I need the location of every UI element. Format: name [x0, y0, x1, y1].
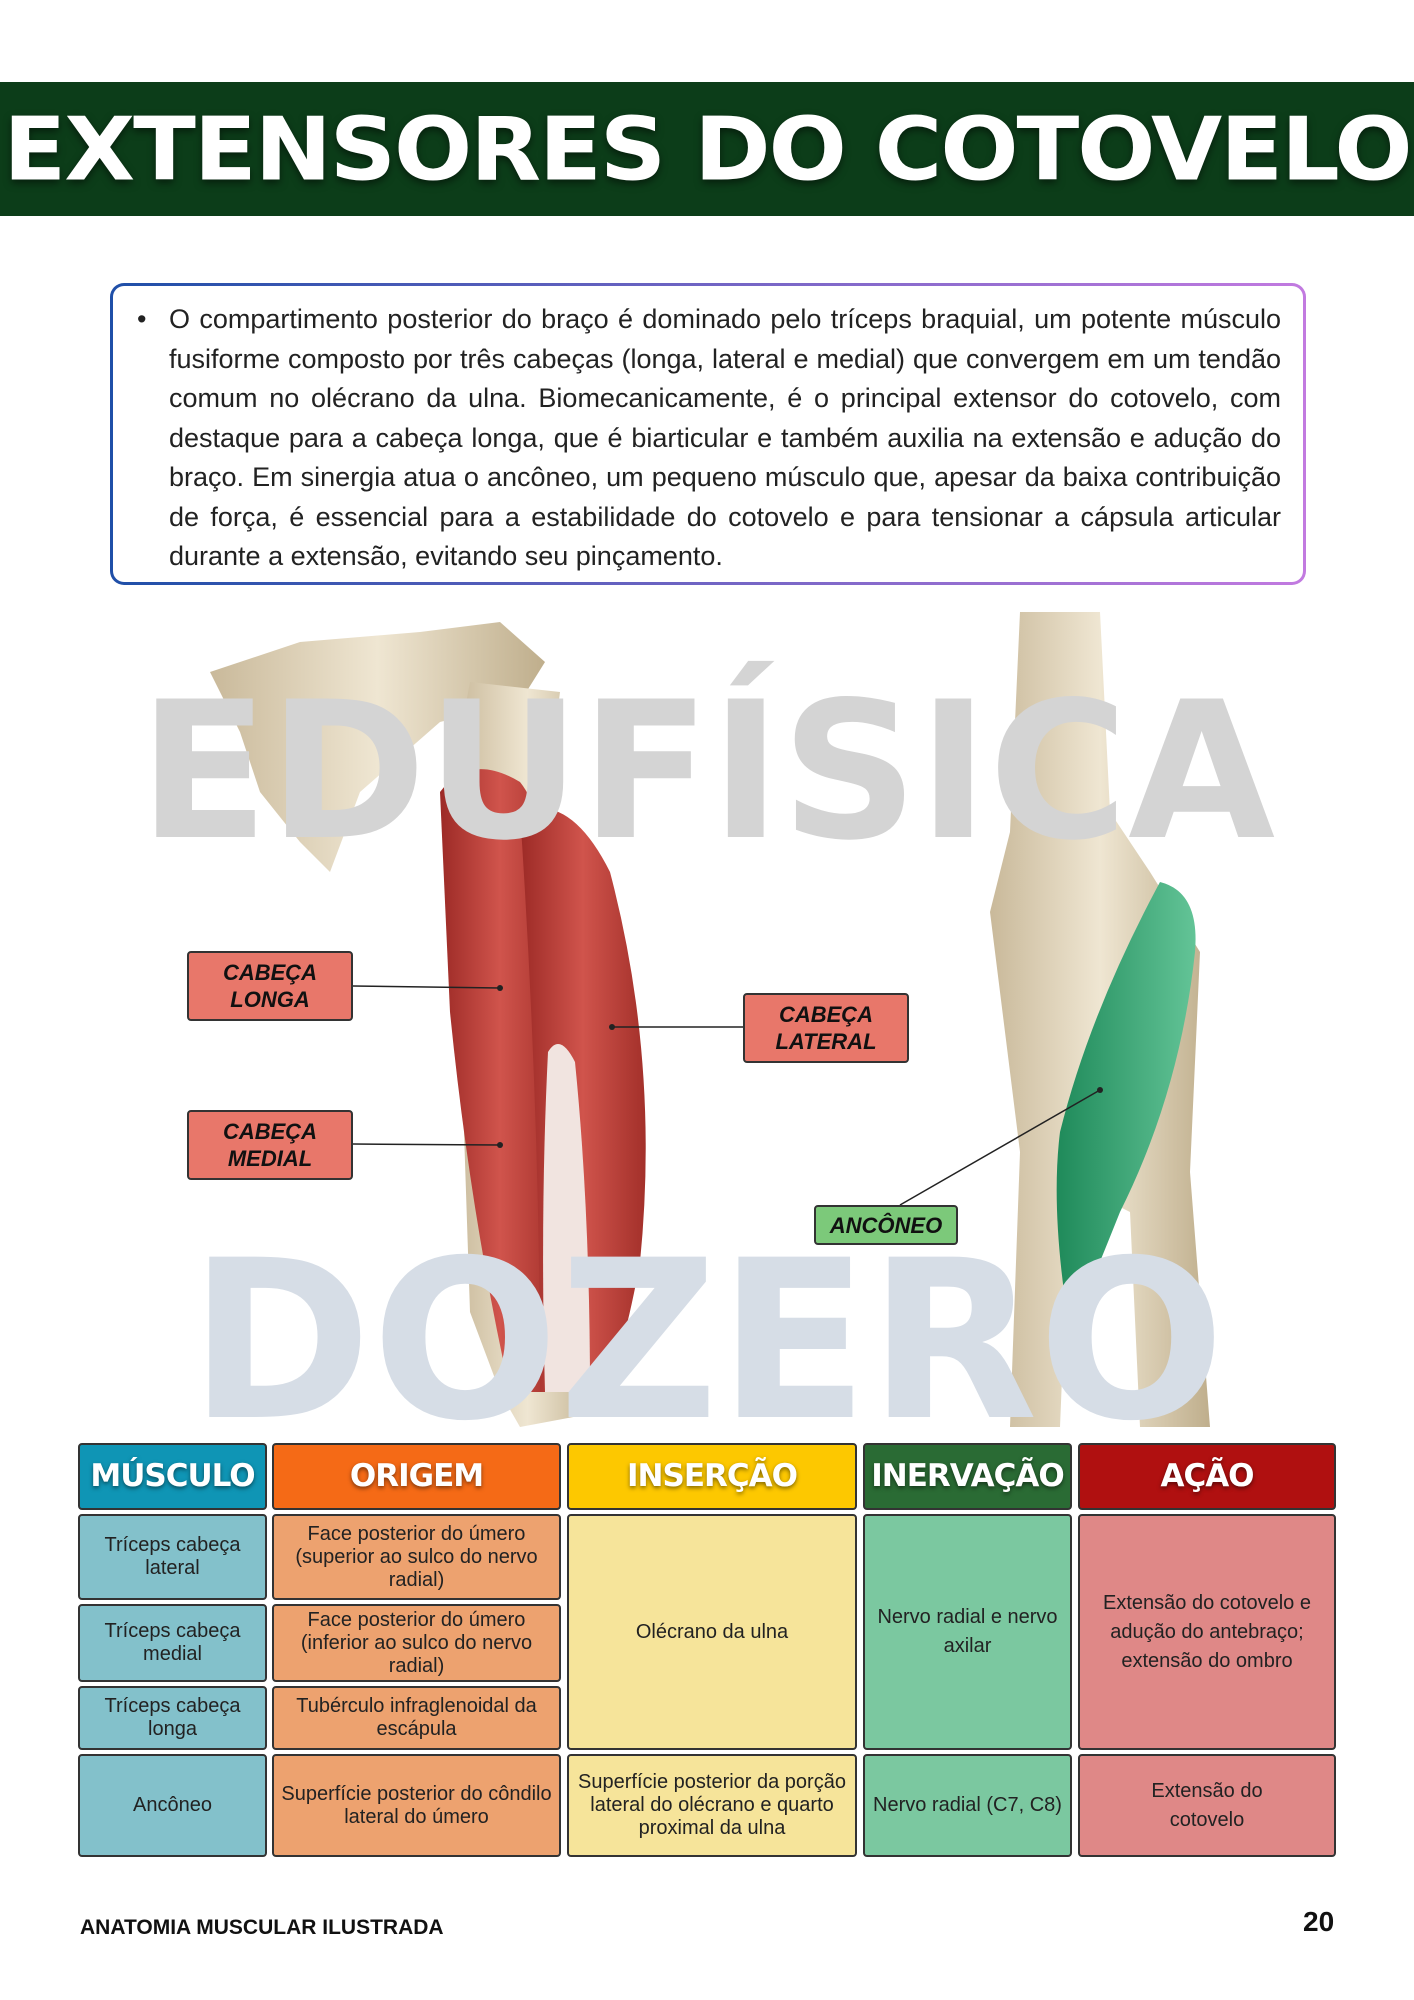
- watermark-line2: DOZERO: [189, 1213, 1225, 1427]
- intro-text: O compartimento posterior do braço é dom…: [137, 300, 1281, 577]
- header-origem: ORIGEM: [272, 1443, 561, 1510]
- label-cabeca-medial: CABEÇA MEDIAL: [187, 1110, 353, 1180]
- origem-cell: Face posterior do úmero (inferior ao sul…: [272, 1604, 561, 1682]
- musculo-cell: Ancôneo: [78, 1754, 267, 1857]
- label-cabeca-lateral: CABEÇA LATERAL: [743, 993, 909, 1063]
- musculo-cell: Tríceps cabeça lateral: [78, 1514, 267, 1600]
- insercao-cell: Superfície posterior da porção lateral d…: [567, 1754, 857, 1857]
- musculo-cell: Tríceps cabeça medial: [78, 1604, 267, 1682]
- header-insercao: INSERÇÃO: [567, 1443, 857, 1510]
- watermark-line1: EDUFÍSICA: [139, 660, 1275, 882]
- scapula: [210, 622, 545, 872]
- footer-book-title: ANATOMIA MUSCULAR ILUSTRADA: [80, 1916, 444, 1939]
- origem-cell: Face posterior do úmero (superior ao sul…: [272, 1514, 561, 1600]
- musculo-cell: Tríceps cabeça longa: [78, 1686, 267, 1750]
- header-musculo: MÚSCULO: [78, 1443, 267, 1510]
- label-cabeca-longa: CABEÇA LONGA: [187, 951, 353, 1021]
- watermark: EDUFÍSICA DOZERO: [139, 660, 1275, 1427]
- insercao-cell: Olécrano da ulna: [567, 1514, 857, 1750]
- anatomy-illustration: EDUFÍSICA DOZERO: [139, 612, 1275, 1427]
- anconeus-muscle: [1056, 882, 1196, 1332]
- inervacao-cell: Nervo radial e nervo axilar: [863, 1514, 1072, 1750]
- anatomy-figure: EDUFÍSICA DOZERO CABEÇA LONGA CABEÇA MED…: [0, 612, 1414, 1427]
- acao-cell: Extensão do cotovelo e adução do antebra…: [1078, 1514, 1336, 1750]
- label-anconeo: ANCÔNEO: [814, 1205, 958, 1245]
- origem-cell: Superfície posterior do côndilo lateral …: [272, 1754, 561, 1857]
- origem-cell: Tubérculo infraglenoidal da escápula: [272, 1686, 561, 1750]
- header-acao: AÇÃO: [1078, 1443, 1336, 1510]
- page-header: EXTENSORES DO COTOVELO: [0, 82, 1414, 216]
- acao-cell: Extensão do cotovelo: [1078, 1754, 1336, 1857]
- page-title: EXTENSORES DO COTOVELO: [3, 98, 1412, 200]
- inervacao-cell: Nervo radial (C7, C8): [863, 1754, 1072, 1857]
- header-inervacao: INERVAÇÃO: [863, 1443, 1072, 1510]
- intro-box: O compartimento posterior do braço é dom…: [110, 283, 1306, 585]
- page-number: 20: [1303, 1906, 1335, 1937]
- triceps-tendon: [543, 1044, 590, 1392]
